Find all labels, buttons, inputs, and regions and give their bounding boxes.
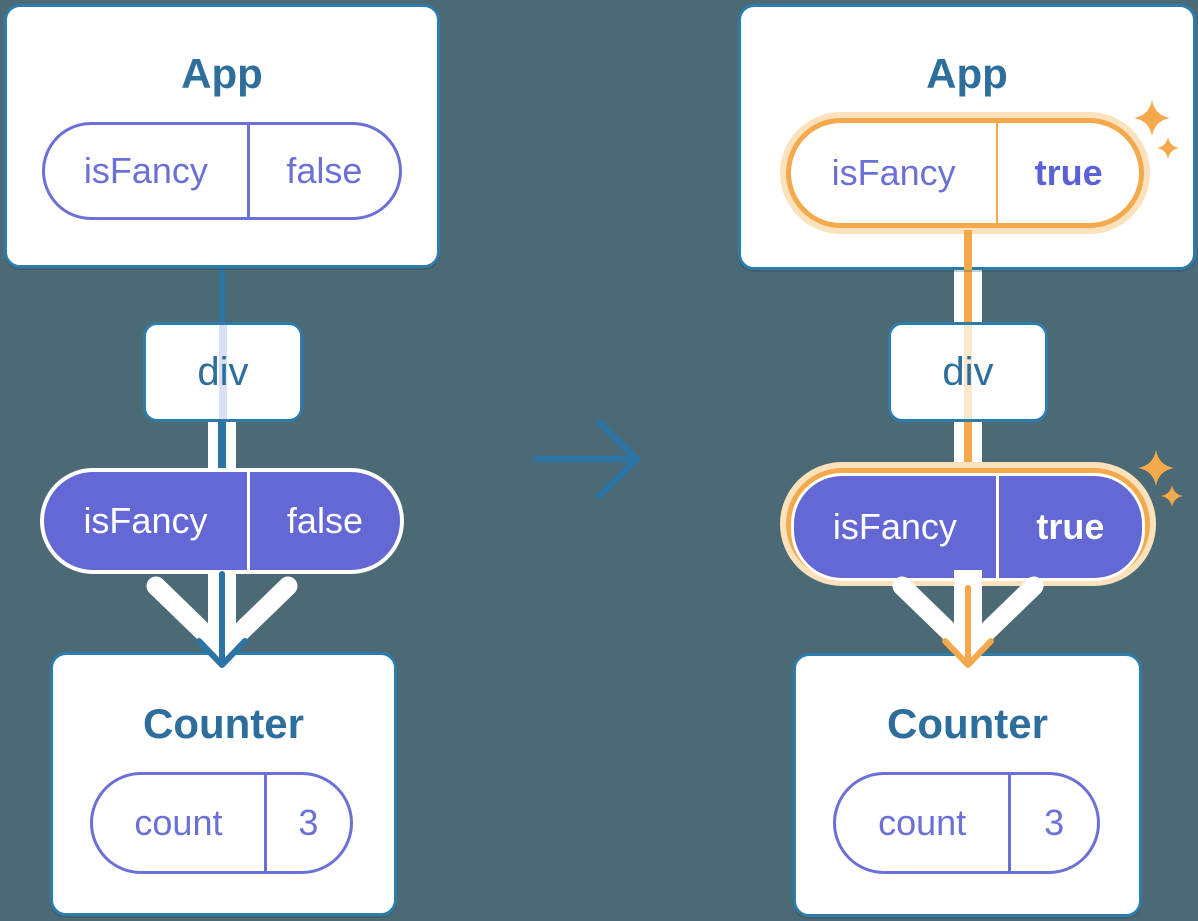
prop-trace-line <box>219 325 227 419</box>
pill-value-cell: false <box>250 125 399 217</box>
prop-name: isFancy <box>83 500 208 541</box>
prop-flow-orange-div-pill <box>964 416 972 474</box>
down-arrow-icon <box>196 571 248 668</box>
tree-edge-div-pill-left <box>218 416 226 474</box>
div-label: div <box>197 349 249 394</box>
prop-flow-orange-app-div <box>964 266 972 324</box>
app-title: App <box>926 50 1008 97</box>
pill-value-cell: true <box>998 123 1139 223</box>
pill-value-cell: true <box>999 476 1142 578</box>
prop-flow-white-right-d <box>972 416 982 474</box>
pill-label-cell: isFancy <box>791 123 999 223</box>
prop-flow-white-left-a <box>208 416 218 474</box>
prop-pill: isFancy true <box>791 473 1145 581</box>
prop-flow-white-right-c <box>954 416 964 474</box>
div-box: div <box>888 322 1048 422</box>
app-state-pill: isFancy true <box>791 123 1139 223</box>
prop-pill: isFancy false <box>40 468 404 574</box>
prop-value: false <box>286 500 363 541</box>
div-box: div <box>143 322 303 422</box>
counter-title: Counter <box>887 700 1048 747</box>
state-name: isFancy <box>831 152 956 193</box>
counter-state-pill: count 3 <box>833 772 1100 874</box>
pill-label-cell: count <box>93 775 267 871</box>
pill-value-cell: 3 <box>267 775 350 871</box>
sparkle-icon-small <box>1161 485 1183 507</box>
pill-value-cell: 3 <box>1011 775 1097 871</box>
pill-label-cell: count <box>836 775 1012 871</box>
app-state-pill: isFancy false <box>42 122 402 220</box>
pill-label-cell: isFancy <box>45 125 250 217</box>
state-name: count <box>134 802 223 843</box>
highlight-ring-inner: isFancy true <box>786 468 1150 581</box>
state-value: 3 <box>298 802 319 843</box>
state-name: isFancy <box>83 150 208 191</box>
prop-name: isFancy <box>832 506 957 547</box>
state-name: count <box>878 802 967 843</box>
highlight-ring-outer: isFancy true <box>780 112 1150 234</box>
prop-trace-line <box>964 325 972 419</box>
pill-label-cell: isFancy <box>794 476 999 578</box>
app-title: App <box>181 50 263 97</box>
state-value: false <box>286 150 363 191</box>
prop-flow-white-right-a <box>954 266 964 324</box>
tree-edge-app-div-left <box>219 266 225 326</box>
counter-state-pill: count 3 <box>90 772 353 874</box>
sparkle-icon <box>1138 450 1174 486</box>
down-arrow-icon <box>942 585 994 668</box>
div-label: div <box>942 349 994 394</box>
state-value: 3 <box>1044 802 1065 843</box>
pill-label-cell: isFancy <box>44 472 250 570</box>
sparkle-icon <box>1134 100 1170 136</box>
prop-flow-orange-in-card <box>964 230 972 270</box>
sparkle-icon-small <box>1157 137 1179 159</box>
counter-title: Counter <box>143 700 304 747</box>
prop-value: true <box>1036 506 1105 547</box>
prop-flow-white-left-b <box>226 416 236 474</box>
highlight-ring-inner: isFancy true <box>786 118 1144 228</box>
pill-value-cell: false <box>250 472 400 570</box>
transition-arrow-icon <box>532 418 641 500</box>
prop-flow-white-right-b <box>972 266 982 324</box>
state-value: true <box>1034 152 1103 193</box>
